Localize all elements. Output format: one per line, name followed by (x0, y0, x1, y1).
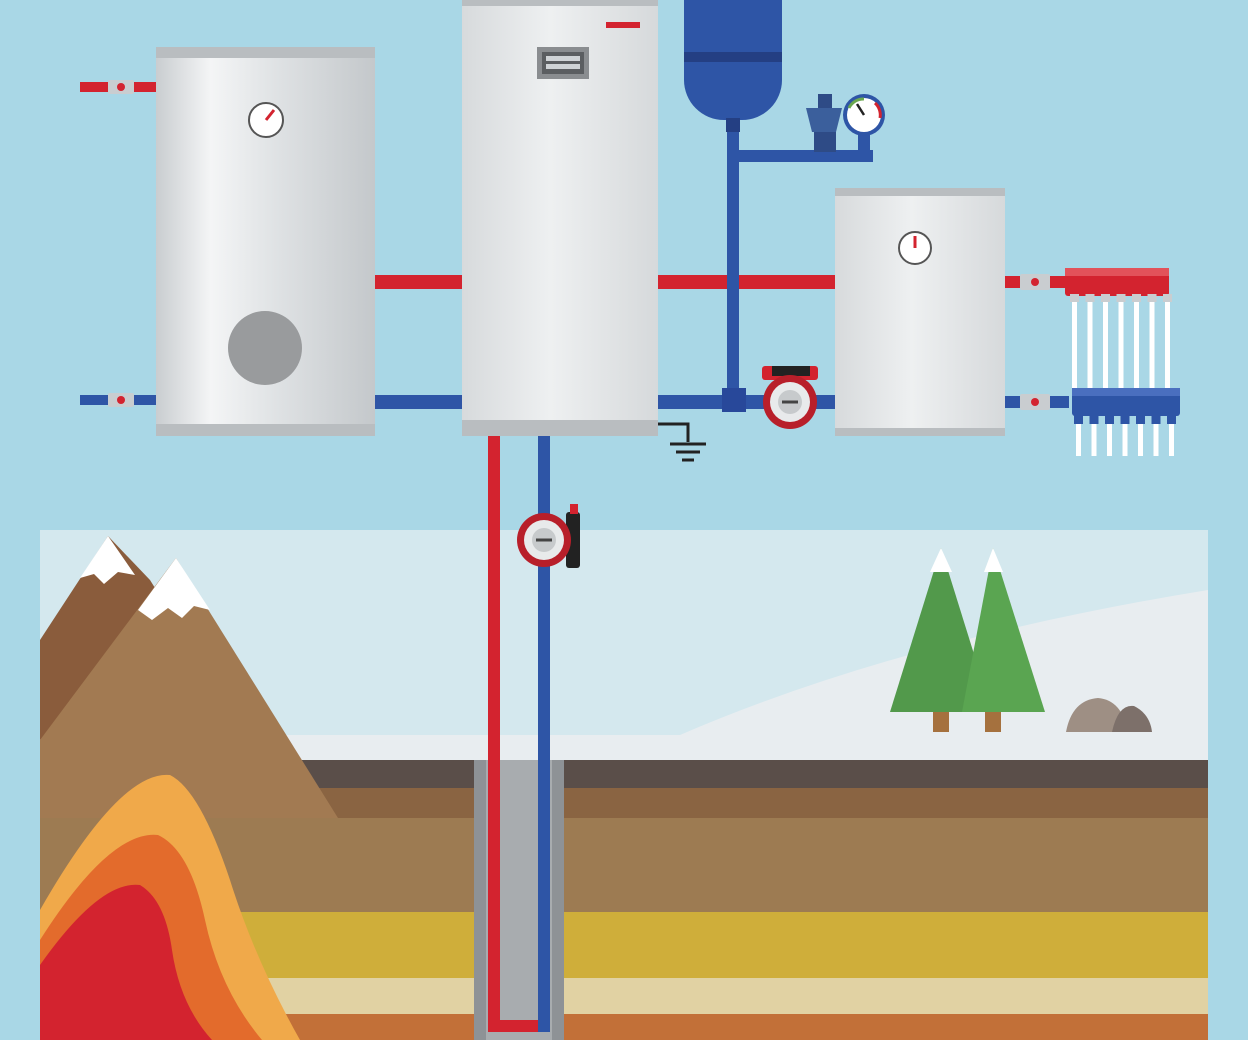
storage-tank-left (156, 47, 375, 436)
return-outlet-connector (1089, 414, 1099, 424)
return-outlet-pipe (1138, 416, 1143, 456)
circulation-pump-ground (517, 504, 580, 568)
magma-core (40, 884, 212, 1040)
pressure-gauge-icon (843, 94, 885, 152)
snow-hill (40, 590, 1208, 765)
supply-outlet-connector (1101, 294, 1110, 302)
heater-flange (228, 311, 302, 385)
supply-outlet-connector (1116, 294, 1126, 302)
expansion-vessel (684, 0, 782, 132)
landscape (40, 530, 1208, 1040)
pipe-vessel-branch (733, 150, 873, 162)
circulation-pump-top (762, 366, 818, 429)
air-vent-valve-icon (806, 94, 842, 152)
buffer-tank-right (835, 188, 1005, 436)
pipe-hot-right (658, 275, 836, 289)
manifold-return (1072, 388, 1180, 456)
thermometer-gauge-icon-right (898, 231, 932, 265)
mountain-front-snow (138, 558, 210, 620)
valve-outlet-cold (1020, 394, 1050, 410)
control-display-icon (537, 47, 589, 79)
supply-outlet-connector (1132, 294, 1141, 302)
return-outlet-pipe (1169, 416, 1174, 456)
pipe-cold-left (375, 395, 463, 409)
thermometer-gauge-icon (248, 102, 284, 138)
mountain-back (40, 536, 175, 740)
valve-inlet-cold (108, 393, 134, 407)
tree-right (962, 548, 1045, 732)
supply-outlet-connector (1163, 294, 1172, 302)
rocks (1066, 698, 1152, 732)
ground-symbol-icon (658, 422, 706, 462)
return-outlet-connector (1151, 414, 1161, 424)
valve-inlet-hot (108, 80, 134, 94)
return-outlet-pipe (1076, 416, 1081, 456)
pipe-hot-left (375, 275, 463, 289)
pipe-tee (722, 388, 746, 412)
ground-loop (488, 436, 550, 1032)
return-outlet-connector (1120, 414, 1130, 424)
ground-pipe-hot (488, 436, 500, 1032)
return-outlet-connector (1136, 414, 1145, 424)
return-outlet-pipe (1153, 416, 1159, 456)
ground-pipe-cold (538, 436, 550, 1032)
supply-outlet-pipe (1149, 296, 1155, 396)
supply-outlet-pipe (1118, 296, 1124, 396)
return-outlet-connector (1074, 414, 1083, 424)
supply-outlet-connector (1070, 294, 1079, 302)
return-outlet-pipe (1122, 416, 1128, 456)
mountain-back-snow (80, 536, 135, 584)
status-indicator (606, 22, 640, 28)
supply-outlet-connector (1085, 294, 1095, 302)
supply-outlet-connector (1147, 294, 1157, 302)
supply-outlet-pipe (1165, 296, 1170, 396)
valve-outlet-hot (1020, 274, 1050, 290)
return-outlet-connector (1105, 414, 1114, 424)
return-outlet-pipe (1107, 416, 1112, 456)
tree-left (890, 548, 992, 732)
supply-outlet-pipe (1103, 296, 1108, 396)
return-outlet-pipe (1091, 416, 1097, 456)
heat-pump-unit (462, 0, 658, 436)
mountain-front (40, 558, 338, 818)
supply-outlet-pipe (1134, 296, 1139, 396)
supply-outlet-pipe (1087, 296, 1093, 396)
pipe-vessel-riser (727, 118, 739, 410)
ground-pipe-loop-bottom (488, 1020, 550, 1032)
return-outlet-connector (1167, 414, 1176, 424)
manifold-supply (1065, 268, 1172, 396)
supply-outlet-pipe (1072, 296, 1077, 396)
